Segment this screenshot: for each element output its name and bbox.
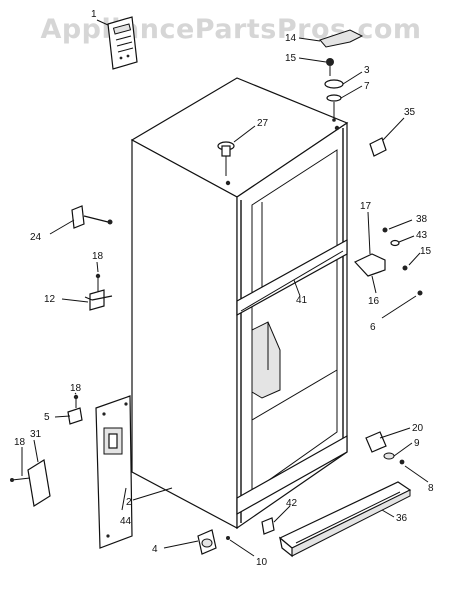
cabinet-leader (132, 487, 173, 501)
center-hinge-left (49, 205, 113, 235)
callout-35: 35 (404, 107, 416, 118)
refrigerator-cabinet (130, 77, 349, 530)
callout-7: 7 (364, 81, 370, 92)
callout-1: 1 (91, 9, 97, 20)
callout-36: 36 (396, 513, 408, 524)
watermark: AppliancePartsPros.com (40, 14, 422, 45)
callout-2: 2 (126, 497, 132, 508)
callout-6: 6 (370, 322, 376, 333)
front-roller (163, 529, 255, 557)
callout-31: 31 (30, 429, 42, 440)
callout-4: 4 (152, 544, 158, 555)
callout-15-mid: 15 (420, 246, 432, 257)
callout-5: 5 (44, 412, 50, 423)
callout-12: 12 (44, 294, 56, 305)
top-hinge-bracket (298, 29, 364, 48)
callout-42: 42 (286, 498, 298, 509)
lower-hinge-left (54, 392, 133, 549)
callout-10: 10 (256, 557, 268, 568)
control-label-plate (96, 16, 138, 70)
center-hinge-right (354, 211, 421, 277)
callout-18-kick: 18 (14, 437, 26, 448)
callout-27: 27 (257, 118, 269, 129)
lower-hinge-right (365, 427, 429, 483)
callout-38: 38 (416, 214, 428, 225)
callout-41: 41 (296, 295, 308, 306)
callout-24: 24 (30, 232, 42, 243)
callout-44: 44 (120, 516, 132, 527)
callout-20: 20 (412, 423, 424, 434)
callout-8: 8 (428, 483, 434, 494)
center-hinge-pin (61, 261, 113, 311)
callout-labels: 1 14 15 3 7 35 27 17 38 43 15 24 18 12 4… (14, 9, 434, 568)
hinge-pin-stack (298, 57, 363, 122)
bracket-leader (121, 487, 127, 511)
callout-3: 3 (364, 65, 370, 76)
callout-43: 43 (416, 230, 428, 241)
top-cap (217, 125, 256, 176)
kick-cover (10, 439, 51, 507)
callout-9: 9 (414, 438, 420, 449)
callout-15-top: 15 (285, 53, 297, 64)
grille-clip (261, 505, 291, 535)
callout-18-upper: 18 (92, 251, 104, 262)
hinge-cover (369, 117, 405, 157)
callout-14: 14 (285, 33, 297, 44)
base-grille (278, 481, 412, 558)
callout-17: 17 (360, 201, 372, 212)
hinge-screw (371, 275, 423, 319)
divider-leader (293, 279, 301, 297)
callout-18-lower: 18 (70, 383, 82, 394)
callout-16: 16 (368, 296, 380, 307)
